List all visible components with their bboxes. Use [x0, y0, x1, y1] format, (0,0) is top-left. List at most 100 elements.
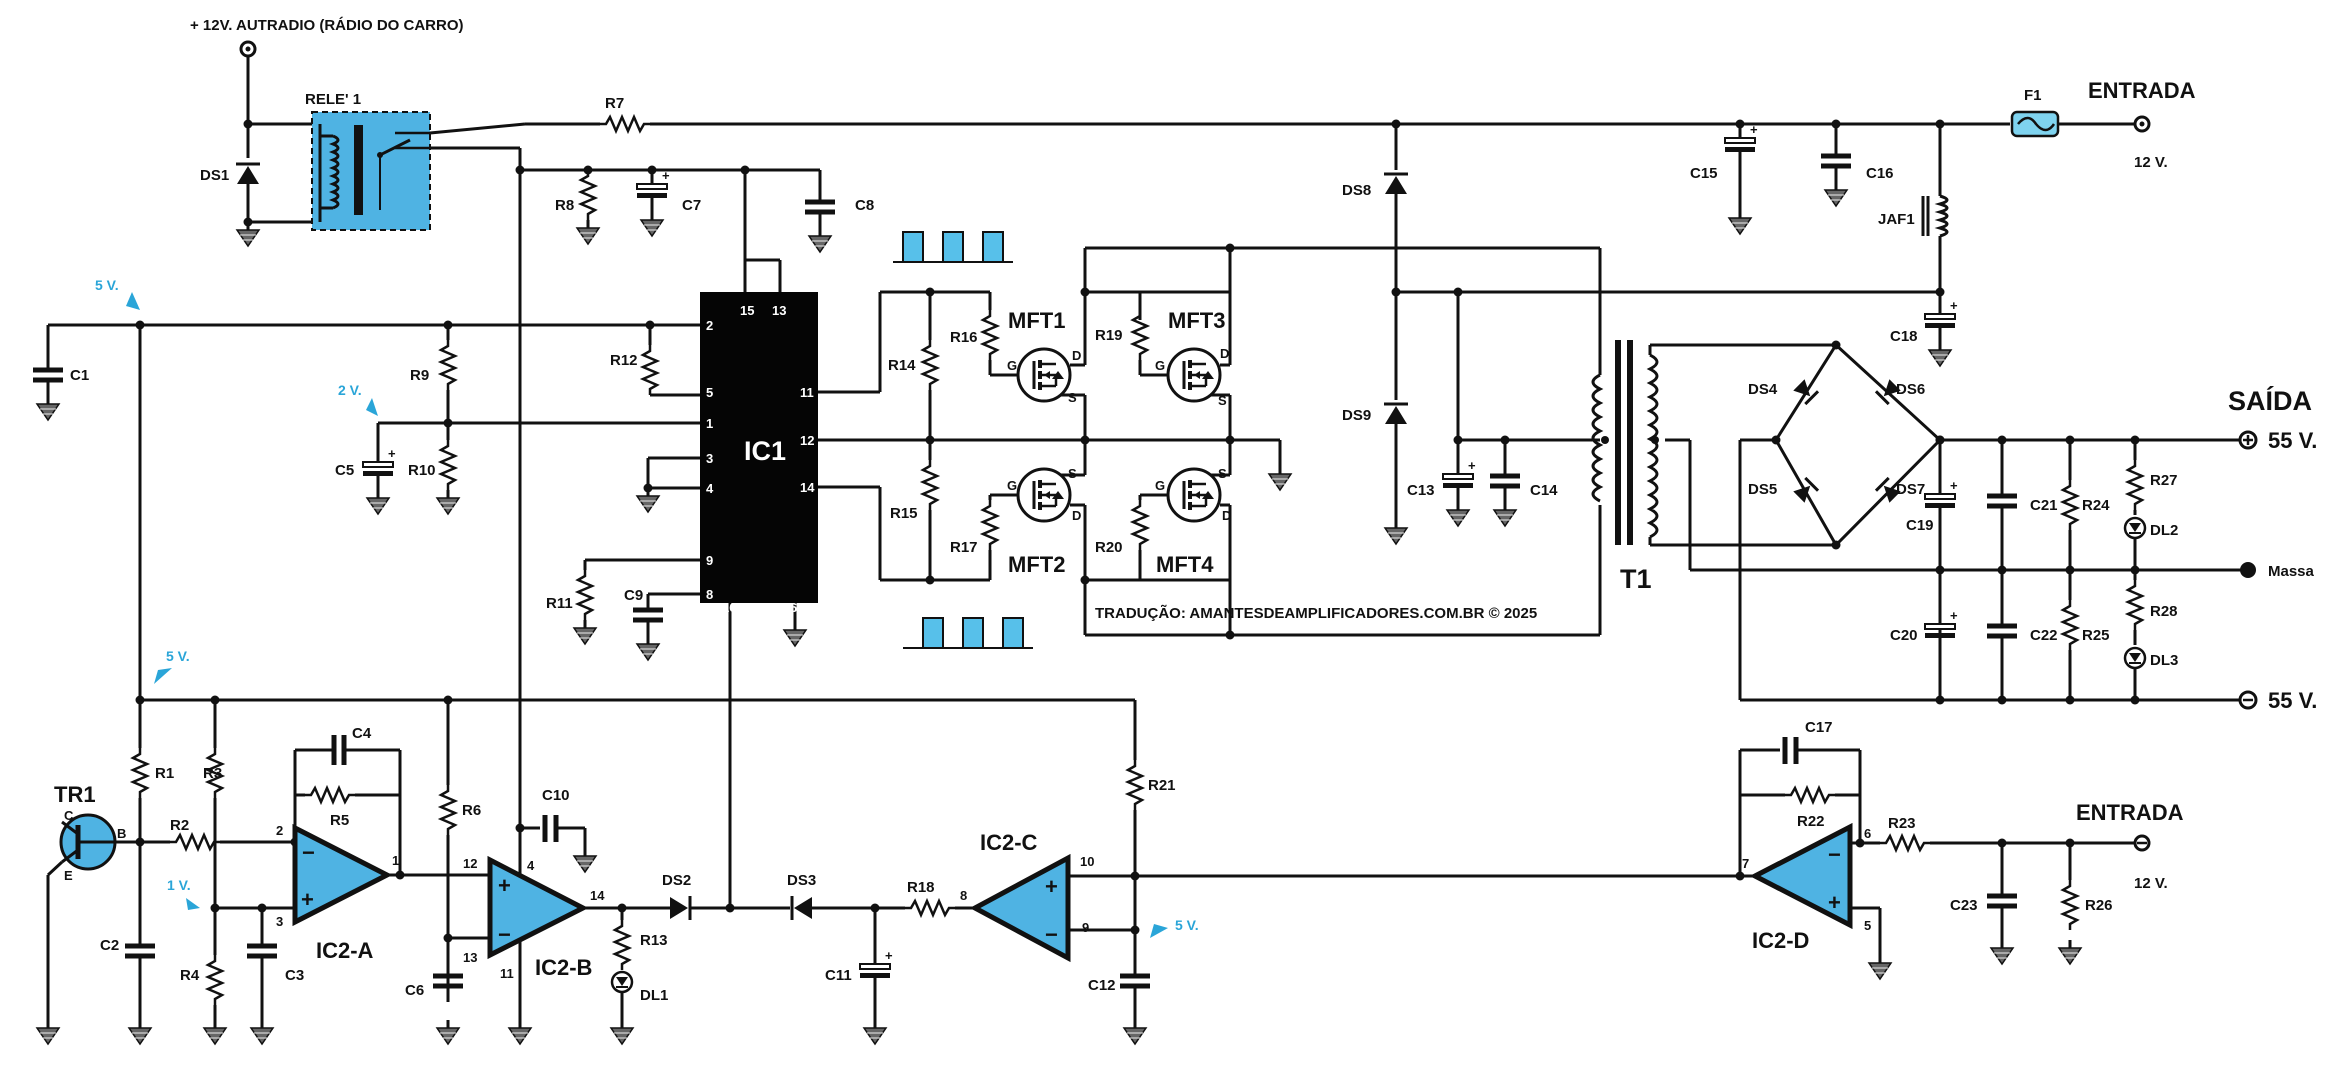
- label-r28: R28: [2150, 603, 2178, 620]
- label-ds8: DS8: [1342, 182, 1371, 199]
- label-r4: R4: [180, 967, 200, 984]
- label-c1: C1: [70, 367, 89, 384]
- ic2d-pin5: 5: [1864, 918, 1871, 933]
- label-c15: C15: [1690, 165, 1718, 182]
- ic2a-pin2: 2: [276, 823, 283, 838]
- v1-label: 1 V.: [167, 877, 191, 893]
- ic1-pin14: 14: [800, 480, 815, 495]
- label-c9: C9: [624, 587, 643, 604]
- label-ds1: DS1: [200, 167, 229, 184]
- mft4-drain-pin: D: [1222, 508, 1231, 523]
- label-r15: R15: [890, 505, 918, 522]
- ic1-pin15: 15: [740, 303, 754, 318]
- text-labels: + 12V. AUTRADIO (RÁDIO DO CARRO) ENTRADA…: [54, 17, 2317, 1004]
- label-c18: C18: [1890, 328, 1918, 345]
- ic1-pin1: 1: [706, 416, 713, 431]
- mft3-drain-pin: D: [1220, 346, 1229, 361]
- label-jaf1: JAF1: [1878, 211, 1915, 228]
- label-f1: F1: [2024, 87, 2042, 104]
- label-r20: R20: [1095, 539, 1123, 556]
- ic1-pin13: 13: [772, 303, 786, 318]
- label-c3: C3: [285, 967, 304, 984]
- mft1-drain-pin: D: [1072, 348, 1081, 363]
- svg-text:−: −: [302, 840, 315, 865]
- label-c19: C19: [1906, 517, 1934, 534]
- ic2c-pin9: 9: [1082, 920, 1089, 935]
- svg-text:+: +: [301, 887, 314, 912]
- label-ic2d: IC2-D: [1752, 928, 1809, 953]
- saida-label: SAÍDA: [2228, 385, 2312, 416]
- ic2b-pin14: 14: [590, 888, 605, 903]
- ic2b-pin13: 13: [463, 950, 477, 965]
- ic2a-pin1: 1: [392, 853, 399, 868]
- minus55-label: 55 V.: [2268, 688, 2317, 713]
- svg-text:−: −: [498, 922, 511, 947]
- ic2c-pin8: 8: [960, 888, 967, 903]
- label-c20: C20: [1890, 627, 1918, 644]
- label-c11: C11: [825, 967, 852, 984]
- label-r18: R18: [907, 879, 935, 896]
- tr1-collector-pin: C: [64, 808, 74, 823]
- label-c4: C4: [352, 725, 372, 742]
- label-r10: R10: [408, 462, 436, 479]
- label-tr1: TR1: [54, 782, 96, 807]
- relay-box: [311, 111, 431, 231]
- label-r16: R16: [950, 329, 978, 346]
- ic1-input-network: [33, 320, 808, 700]
- massa-terminal: [2240, 562, 2256, 578]
- ic1-pin8: 8: [706, 587, 713, 602]
- label-ds4: DS4: [1748, 381, 1778, 398]
- label-c7: C7: [682, 197, 701, 214]
- svg-text:+: +: [1828, 890, 1841, 915]
- label-r17: R17: [950, 539, 978, 556]
- ic2a-pin3: 3: [276, 914, 283, 929]
- label-mft3: MFT3: [1168, 308, 1225, 333]
- label-ic1: IC1: [744, 436, 786, 466]
- label-ds7: DS7: [1896, 481, 1925, 498]
- label-mft1: MFT1: [1008, 308, 1065, 333]
- h-bridge: [818, 231, 1600, 649]
- plus55-label: 55 V.: [2268, 428, 2317, 453]
- label-c16: C16: [1866, 165, 1894, 182]
- label-c8: C8: [855, 197, 874, 214]
- entrada-bottom-label: ENTRADA: [2076, 800, 2184, 825]
- ic2c-pin10: 10: [1080, 854, 1094, 869]
- v5-mid-label: 5 V.: [166, 648, 190, 664]
- label-r14: R14: [888, 357, 916, 374]
- ic1-chip: [700, 292, 818, 603]
- ic2b-opamp: [487, 855, 589, 960]
- mft4-gate-pin: G: [1155, 478, 1165, 493]
- entrada-top-voltage: 12 V.: [2134, 154, 2168, 171]
- mft1-source-pin: S: [1068, 390, 1077, 405]
- label-ic2c: IC2-C: [980, 830, 1038, 855]
- v2-label: 2 V.: [338, 382, 362, 398]
- label-c22: C22: [2030, 627, 2058, 644]
- entrada-top-label: ENTRADA: [2088, 78, 2196, 103]
- label-c23: C23: [1950, 897, 1978, 914]
- label-r8: R8: [555, 197, 574, 214]
- label-dl3: DL3: [2150, 652, 2178, 669]
- input-top-section: [1391, 110, 2151, 368]
- tr1-base-pin: B: [117, 826, 126, 841]
- label-r27: R27: [2150, 472, 2178, 489]
- ic1-pin16: 16: [722, 600, 736, 615]
- transformer-section: TRADUÇÃO: AMANTESDEAMPLIFICADORES.COM.BR…: [1095, 124, 2242, 635]
- label-c2: C2: [100, 937, 119, 954]
- label-r1: R1: [155, 765, 174, 782]
- label-c6: C6: [405, 982, 424, 999]
- mft2-drain-pin: D: [1072, 508, 1081, 523]
- label-ds9: DS9: [1342, 407, 1371, 424]
- ic1-pin3: 3: [706, 451, 713, 466]
- mft4-source-pin: S: [1218, 466, 1227, 481]
- label-mft4: MFT4: [1156, 552, 1214, 577]
- tr1-emitter-pin: E: [64, 868, 73, 883]
- label-c13: C13: [1407, 482, 1435, 499]
- label-r12: R12: [610, 352, 638, 369]
- ds1-diode-symbol: [237, 166, 259, 184]
- ic1-pin12: 12: [800, 433, 814, 448]
- label-c12: C12: [1088, 977, 1116, 994]
- ic2b-pin12: 12: [463, 856, 477, 871]
- label-r23: R23: [1888, 815, 1916, 832]
